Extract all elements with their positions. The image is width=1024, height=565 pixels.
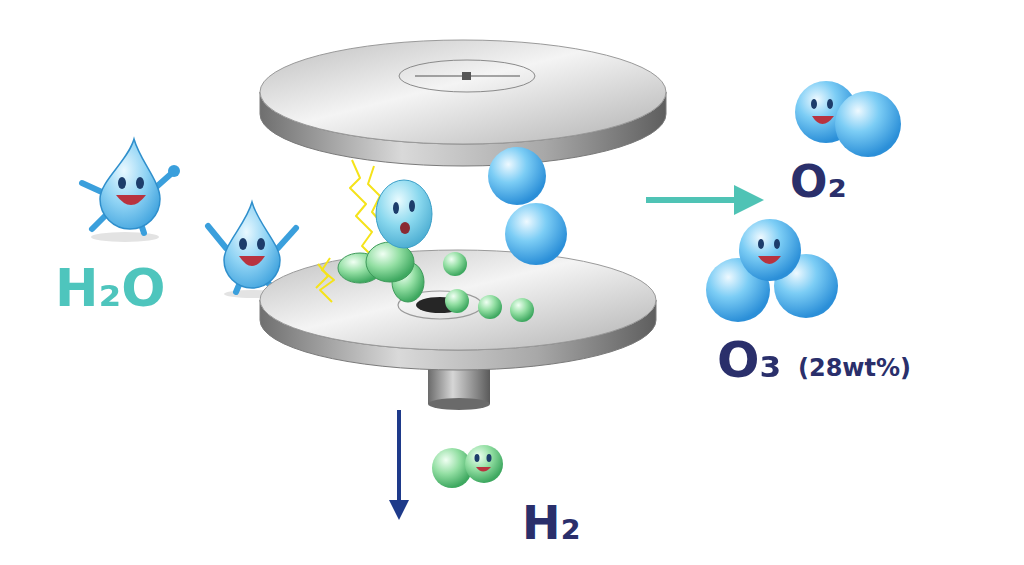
formula-label: H₂	[522, 500, 581, 546]
upper-electrode	[260, 40, 666, 166]
output-arrow	[397, 410, 401, 516]
splitting-water-molecule	[376, 180, 432, 248]
water-droplet	[239, 238, 247, 250]
oxygen-molecule	[827, 99, 833, 109]
plasma-discharge	[316, 264, 328, 288]
oxygen-atom	[505, 203, 567, 265]
oxygen-molecule	[795, 81, 901, 157]
splitting-water-molecule	[393, 202, 399, 214]
water-droplet	[91, 232, 159, 242]
water-droplet	[239, 256, 265, 266]
hydrogen-atom	[445, 289, 469, 313]
plasma-discharge	[320, 258, 334, 302]
ozone-molecule	[758, 256, 781, 264]
water-droplet	[257, 238, 265, 250]
oxygen-molecule	[835, 91, 901, 157]
splitting-water-molecule	[338, 180, 432, 302]
concentration-label: (28wt%)	[798, 356, 911, 380]
hydrogen-atom	[443, 252, 467, 276]
water-droplet	[168, 165, 180, 177]
hydrogen-molecule	[476, 467, 491, 472]
oxygen-atom	[488, 147, 546, 205]
hydrogen-molecule	[465, 445, 503, 483]
oxygen-molecule	[811, 99, 817, 109]
hydrogen-molecule	[487, 454, 492, 462]
ozone-molecule	[774, 239, 780, 249]
hydrogen-molecule	[475, 454, 480, 462]
output-arrow	[646, 197, 758, 203]
splitting-water-molecule	[400, 222, 410, 234]
splitting-water-molecule	[409, 200, 415, 212]
water-droplet	[278, 228, 296, 248]
upper-electrode	[260, 40, 666, 144]
hydrogen-atom	[443, 252, 534, 322]
plasma-discharge	[316, 160, 384, 302]
outlet-pipe	[428, 398, 490, 410]
oxygen-atom	[488, 147, 567, 265]
water-droplet	[116, 195, 146, 205]
ozone-molecule	[706, 219, 838, 322]
ozone-molecule	[739, 219, 801, 281]
hydrogen-atom	[478, 295, 502, 319]
formula-label: H₂O	[55, 262, 166, 314]
lower-electrode	[260, 250, 656, 410]
lower-electrode	[260, 250, 656, 350]
upper-electrode	[399, 60, 535, 92]
water-droplet	[136, 177, 144, 189]
water-droplet	[100, 139, 160, 229]
formula-label: O₂	[790, 160, 847, 204]
water-droplet	[208, 226, 226, 248]
formula-label: O₃	[717, 335, 781, 385]
water-droplet	[224, 202, 280, 288]
oxygen-molecule	[812, 116, 834, 124]
ozone-molecule	[758, 239, 764, 249]
upper-electrode	[462, 72, 471, 80]
hydrogen-atom	[510, 298, 534, 322]
hydrogen-molecule	[432, 445, 503, 488]
water-droplet	[82, 139, 180, 242]
water-droplet	[118, 177, 126, 189]
